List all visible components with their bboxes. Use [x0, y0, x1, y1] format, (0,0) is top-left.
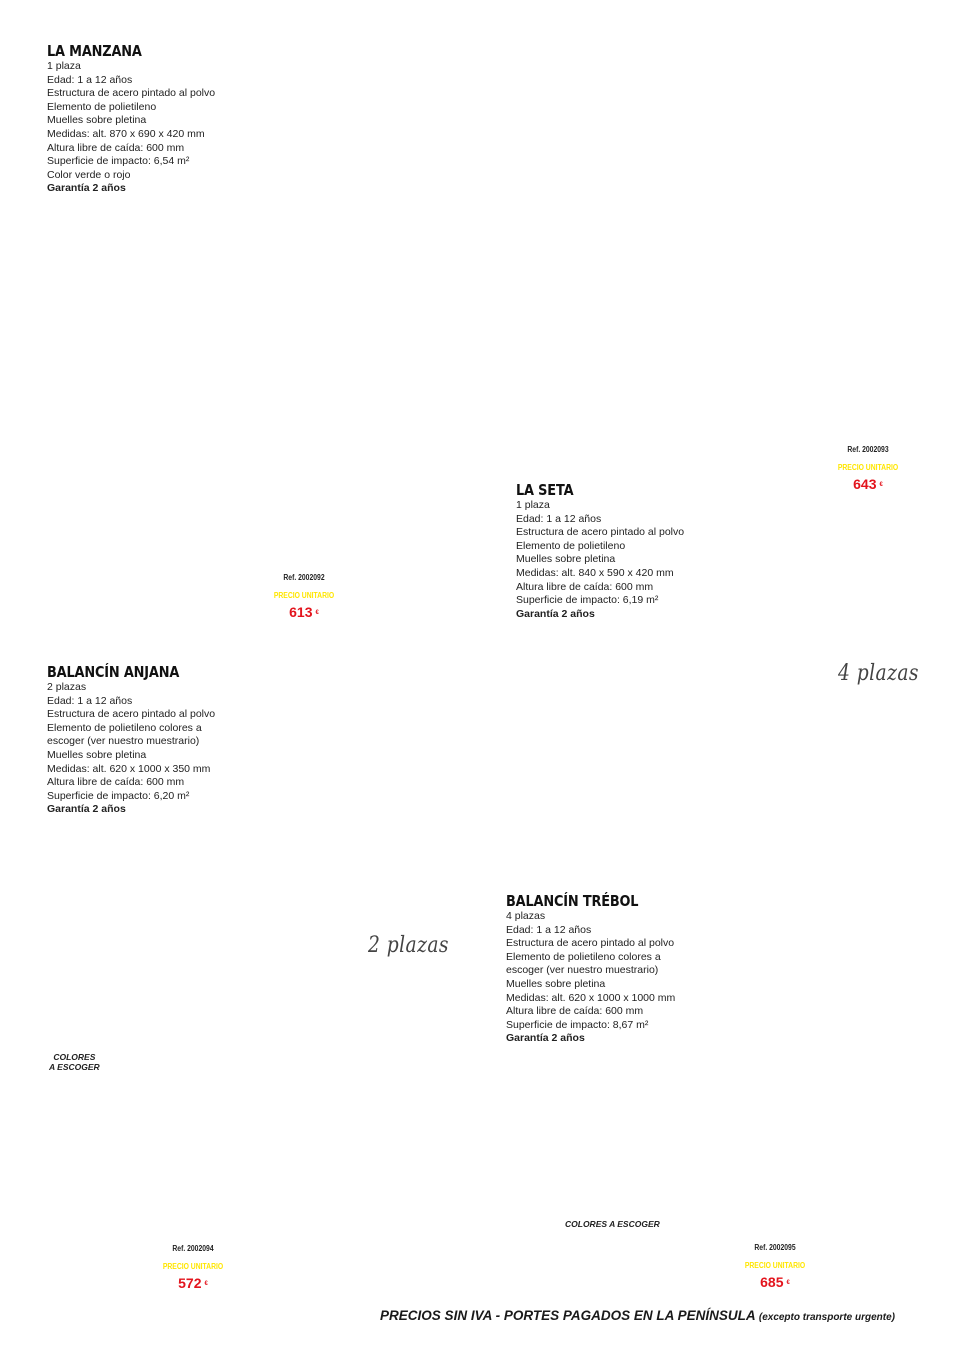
footer-main-text: PRECIOS SIN IVA - PORTES PAGADOS EN LA P…: [380, 1308, 756, 1323]
footer-sub-text: (excepto transporte urgente): [758, 1312, 895, 1323]
spec-line: escoger (ver nuestro muestrario): [47, 735, 200, 748]
unit-price-label: PRECIO UNITARIO: [744, 1261, 806, 1270]
product-ref: Ref. 2002092: [283, 573, 325, 582]
spec-line: Estructura de acero pintado al polvo: [47, 708, 216, 721]
product-balancin-anjana: BALANCÍN ANJANA 2 plazas Edad: 1 a 12 añ…: [47, 663, 215, 817]
price-value: 643: [853, 476, 877, 492]
price-amount: 643€: [813, 476, 923, 493]
spec-line: Elemento de polietileno colores a: [506, 950, 661, 963]
spec-line: Superficie de impacto: 6,19 m²: [516, 594, 659, 607]
price-block-balancin-anjana: Ref. 2002094 PRECIO UNITARIO 572€: [138, 1243, 248, 1292]
price-amount: 572€: [138, 1275, 248, 1292]
product-balancin-trebol: BALANCÍN TRÉBOL 4 plazas Edad: 1 a 12 añ…: [506, 892, 675, 1046]
spec-line: Muelles sobre pletina: [47, 748, 147, 761]
spec-line: Estructura de acero pintado al polvo: [47, 87, 216, 100]
spec-line: Edad: 1 a 12 años: [47, 73, 133, 86]
price-block-balancin-trebol: Ref. 2002095 PRECIO UNITARIO 685€: [720, 1242, 830, 1291]
spec-line: Edad: 1 a 12 años: [47, 694, 133, 707]
spec-line: Edad: 1 a 12 años: [506, 923, 592, 936]
price-value: 685: [760, 1274, 784, 1290]
spec-line: Estructura de acero pintado al polvo: [506, 937, 675, 950]
spec-line: Medidas: alt. 620 x 1000 x 350 mm: [47, 762, 211, 775]
four-seats-annotation: 4 plazas: [838, 661, 919, 686]
spec-line: Medidas: alt. 620 x 1000 x 1000 mm: [506, 991, 676, 1004]
currency-symbol: €: [315, 610, 319, 617]
spec-line: Estructura de acero pintado al polvo: [516, 526, 685, 539]
colors-note-line: COLORES: [53, 1052, 96, 1062]
spec-line: Medidas: alt. 840 x 590 x 420 mm: [516, 566, 674, 579]
warranty-text: Garantía 2 años: [47, 182, 126, 195]
price-amount: 685€: [720, 1274, 830, 1291]
spec-line: Medidas: alt. 870 x 690 x 420 mm: [47, 127, 205, 140]
spec-line: Superficie de impacto: 6,20 m²: [47, 789, 190, 802]
spec-line: Elemento de polietileno: [47, 100, 157, 113]
spec-line: Superficie de impacto: 6,54 m²: [47, 155, 190, 168]
spec-line: 2 plazas: [47, 681, 87, 693]
spec-line: Altura libre de caída: 600 mm: [516, 580, 654, 593]
currency-symbol: €: [879, 482, 883, 489]
product-ref: Ref. 2002095: [754, 1243, 796, 1252]
spec-line: escoger (ver nuestro muestrario): [506, 964, 659, 977]
warranty-text: Garantía 2 años: [506, 1032, 585, 1045]
product-ref: Ref. 2002094: [172, 1244, 214, 1253]
spec-line: Color verde o rojo: [47, 168, 131, 181]
product-title: BALANCÍN ANJANA: [47, 663, 180, 681]
currency-symbol: €: [786, 1280, 790, 1287]
product-la-manzana: LA MANZANA 1 plaza Edad: 1 a 12 años Est…: [47, 42, 215, 196]
spec-line: Elemento de polietileno: [516, 539, 626, 552]
currency-symbol: €: [204, 1281, 208, 1288]
warranty-text: Garantía 2 años: [47, 803, 126, 816]
price-value: 572: [178, 1275, 202, 1291]
product-title: LA MANZANA: [47, 42, 142, 60]
unit-price-label: PRECIO UNITARIO: [162, 1262, 224, 1271]
price-block-la-manzana: Ref. 2002092 PRECIO UNITARIO 613€: [249, 572, 359, 621]
spec-line: Elemento de polietileno colores a: [47, 721, 202, 734]
product-title: LA SETA: [516, 481, 574, 499]
price-amount: 613€: [249, 604, 359, 621]
footer-pricing-note: PRECIOS SIN IVA - PORTES PAGADOS EN LA P…: [380, 1308, 895, 1323]
product-la-seta: LA SETA 1 plaza Edad: 1 a 12 años Estruc…: [516, 481, 684, 621]
spec-line: Muelles sobre pletina: [47, 114, 147, 127]
colors-to-choose-note-right: COLORES A ESCOGER: [565, 1219, 660, 1229]
product-ref: Ref. 2002093: [847, 445, 889, 454]
warranty-text: Garantía 2 años: [516, 607, 595, 620]
spec-line: Superficie de impacto: 8,67 m²: [506, 1018, 649, 1031]
spec-line: Altura libre de caída: 600 mm: [47, 776, 185, 789]
product-title: BALANCÍN TRÉBOL: [506, 892, 639, 910]
spec-line: Altura libre de caída: 600 mm: [47, 141, 185, 154]
unit-price-label: PRECIO UNITARIO: [837, 463, 899, 472]
spec-line: 1 plaza: [47, 60, 81, 72]
price-block-la-seta: Ref. 2002093 PRECIO UNITARIO 643€: [813, 444, 923, 493]
colors-note-line: A ESCOGER: [49, 1062, 100, 1072]
price-value: 613: [289, 604, 313, 620]
unit-price-label: PRECIO UNITARIO: [273, 591, 335, 600]
spec-line: 1 plaza: [516, 499, 550, 511]
spec-line: Edad: 1 a 12 años: [516, 512, 602, 525]
spec-line: Muelles sobre pletina: [506, 977, 606, 990]
colors-to-choose-note-left: COLORES A ESCOGER: [49, 1052, 100, 1072]
two-seats-annotation: 2 plazas: [368, 933, 449, 958]
spec-line: Muelles sobre pletina: [516, 553, 616, 566]
spec-line: Altura libre de caída: 600 mm: [506, 1005, 644, 1018]
spec-line: 4 plazas: [506, 910, 546, 922]
